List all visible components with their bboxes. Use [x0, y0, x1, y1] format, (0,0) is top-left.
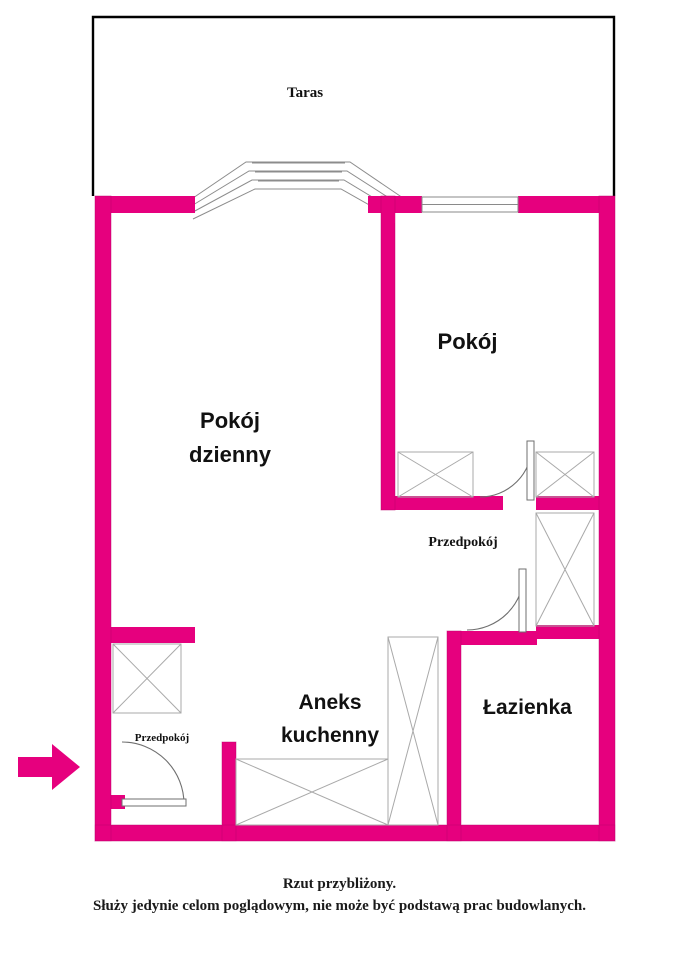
terrace-step-line-1	[192, 161, 404, 199]
wall-entry-bottom-stub	[95, 795, 125, 809]
wall-edge-mid	[380, 195, 396, 511]
plan-caption: Rzut przybliżony. Służy jedynie celom po…	[0, 874, 679, 918]
wall-hall-right-lower	[536, 625, 615, 639]
closet-hall-lower	[535, 512, 595, 627]
wall-group	[95, 196, 615, 841]
door-bathroom-arc	[466, 572, 525, 631]
terrace-step-line-2	[192, 170, 401, 206]
wall-pokoj-bottom-left	[381, 496, 503, 510]
closet-hall-lower-x2	[535, 512, 595, 627]
closet-hall-upper-x2	[535, 451, 595, 498]
wall-top-right	[518, 196, 615, 213]
closet-entry-outline	[112, 643, 182, 714]
wall-kitchen-hall-divider	[222, 742, 236, 841]
caption-line-disclaimer: Służy jedynie celom poglądowym, nie może…	[93, 897, 586, 914]
kitchen-counter	[235, 758, 389, 826]
kitchen-tall-unit	[387, 636, 439, 826]
closet-hall-upper	[535, 451, 595, 498]
entry-arrow-shape	[18, 744, 80, 790]
caption-line-approximate: Rzut przybliżony.	[282, 876, 397, 892]
wall-edge-bath-left	[446, 630, 462, 842]
kitchen-tall-unit-outline	[387, 636, 439, 826]
wall-livingroom-pokoj	[381, 196, 395, 510]
fixture-group	[112, 451, 595, 826]
wall-left-exterior	[95, 196, 111, 841]
wall-pokoj-door-stub	[386, 213, 395, 223]
closet-hall-lower-outline	[535, 512, 595, 627]
door-group	[121, 440, 535, 807]
terrace-steps-group	[192, 161, 404, 220]
closet-entry-x2	[112, 643, 182, 714]
entry-arrow	[18, 744, 80, 790]
wall-edge-group	[94, 195, 616, 842]
closet-pokoj-left-outline	[397, 451, 474, 498]
closet-entry	[112, 643, 182, 714]
wall-bathroom-left	[447, 631, 461, 841]
window-group	[421, 196, 519, 213]
terrace-outline	[91, 15, 616, 196]
door-entrance	[121, 741, 187, 807]
wall-pokoj-bottom-right	[536, 496, 615, 510]
terrace-step-line-4	[192, 188, 395, 220]
terrace-outline-group	[91, 15, 616, 196]
door-entrance-arc	[121, 741, 185, 805]
closet-pokoj-left	[397, 451, 474, 498]
door-pokoj-arc	[479, 444, 533, 498]
wall-entry-alcove-top	[95, 627, 195, 643]
door-bathroom-leaf	[518, 568, 527, 633]
wall-bottom-exterior	[95, 825, 615, 841]
wall-right-exterior	[599, 196, 615, 841]
closet-pokoj-left-x2	[397, 451, 474, 498]
kitchen-counter-x2	[235, 758, 389, 826]
door-bathroom	[466, 568, 527, 633]
terrace-step-line-3	[192, 179, 398, 213]
door-pokoj-leaf	[526, 440, 535, 501]
wall-entry-alcove-return	[181, 627, 195, 643]
wall-bathroom-top	[447, 631, 537, 645]
door-pokoj	[479, 440, 535, 501]
closet-hall-upper-outline	[535, 451, 595, 498]
wall-top-left	[95, 196, 195, 213]
door-entrance-leaf	[121, 798, 187, 807]
kitchen-tall-unit-x2	[387, 636, 439, 826]
